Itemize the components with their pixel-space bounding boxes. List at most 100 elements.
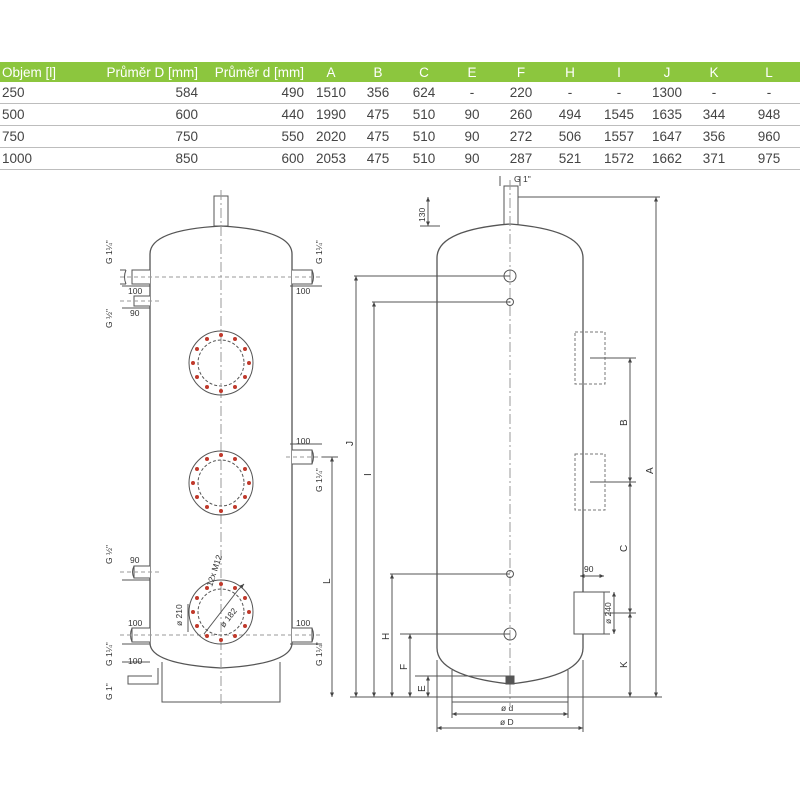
table-cell: - xyxy=(690,82,738,104)
table-cell: - xyxy=(448,82,496,104)
header-objem: Objem [l] xyxy=(0,62,72,82)
table-cell: 1000 xyxy=(0,147,72,170)
label-130: 130 xyxy=(417,208,427,222)
table-cell: 440 xyxy=(200,103,306,126)
table-cell: 90 xyxy=(448,147,496,170)
side-flange-lower xyxy=(573,591,605,635)
side-view xyxy=(350,176,662,732)
table-cell: 1510 xyxy=(306,82,356,104)
table-cell: 600 xyxy=(72,103,200,126)
flange-upper xyxy=(188,330,254,396)
table-cell: 260 xyxy=(496,103,546,126)
table-cell: 624 xyxy=(400,82,448,104)
label-F: F xyxy=(399,664,410,670)
table-cell: 475 xyxy=(356,147,400,170)
table-cell: 506 xyxy=(546,125,594,148)
dimension-table: Objem [l] Průměr D [mm] Průměr d [mm] A … xyxy=(0,62,800,170)
table-cell: 356 xyxy=(356,82,400,104)
bolt-holes xyxy=(191,333,251,642)
side-top-nozzle xyxy=(503,185,519,227)
table-row: 1000 850 600 2053 475 510 90 287 521 157… xyxy=(0,147,800,170)
table-cell: - xyxy=(594,82,644,104)
label-thread-lower-half: G ½" xyxy=(104,545,114,564)
table-cell: 250 xyxy=(0,82,72,104)
bottom-outlet xyxy=(505,675,515,685)
label-J: J xyxy=(345,441,356,446)
label-side-thread-top: G 1" xyxy=(514,174,531,184)
label-100-bottom-left: 100 xyxy=(128,618,142,628)
table-cell: 510 xyxy=(400,125,448,148)
table-cell: 490 xyxy=(200,82,306,104)
table-cell: 521 xyxy=(546,147,594,170)
table-header-row: Objem [l] Průměr D [mm] Průměr d [mm] A … xyxy=(0,62,800,82)
table-cell: 475 xyxy=(356,125,400,148)
header-prumer-D: Průměr D [mm] xyxy=(72,62,200,82)
label-thread-drain: G 1" xyxy=(104,683,114,700)
table-cell: 850 xyxy=(72,147,200,170)
label-240: ø 240 xyxy=(603,602,613,624)
table-cell: 1635 xyxy=(644,103,690,126)
label-100-bottom-right: 100 xyxy=(296,618,310,628)
label-dim-L: L xyxy=(322,578,333,584)
table-cell: 2020 xyxy=(306,125,356,148)
label-thread-upper-half: G ½" xyxy=(104,309,114,328)
label-thread-bottom-left: G 1¼" xyxy=(104,642,114,666)
table-cell: 1572 xyxy=(594,147,644,170)
header-I: I xyxy=(594,62,644,82)
header-prumer-d: Průměr d [mm] xyxy=(200,62,306,82)
header-H: H xyxy=(546,62,594,82)
header-B: B xyxy=(356,62,400,82)
connection-drain xyxy=(127,668,159,685)
table-row: 500 600 440 1990 475 510 90 260 494 1545… xyxy=(0,103,800,126)
header-F: F xyxy=(496,62,546,82)
table-cell: 371 xyxy=(690,147,738,170)
table-cell: - xyxy=(546,82,594,104)
table-cell: 356 xyxy=(690,125,738,148)
table-cell: 600 xyxy=(200,147,306,170)
table-cell: 90 xyxy=(448,125,496,148)
table-cell: 1557 xyxy=(594,125,644,148)
label-flange-outer: ø 210 xyxy=(174,604,184,626)
table-cell: 584 xyxy=(72,82,200,104)
label-100-drain: 100 xyxy=(128,656,142,666)
table-cell: 510 xyxy=(400,103,448,126)
label-K: K xyxy=(619,661,630,668)
table-cell: 750 xyxy=(72,125,200,148)
flange-lower xyxy=(187,579,254,645)
table-cell: 1990 xyxy=(306,103,356,126)
label-A: A xyxy=(645,467,656,474)
label-H: H xyxy=(381,633,392,640)
label-I: I xyxy=(363,473,374,476)
table-cell: 1647 xyxy=(644,125,690,148)
table-cell: 287 xyxy=(496,147,546,170)
table-cell: 272 xyxy=(496,125,546,148)
side-labels: G 1" 130 J I H F E B A C K 90 ø 240 ø d … xyxy=(345,174,656,727)
label-thread-bottom-right: G 1¼" xyxy=(314,642,324,666)
label-thread-top-right: G 1¼" xyxy=(314,240,324,264)
table-row: 750 750 550 2020 475 510 90 272 506 1557… xyxy=(0,125,800,148)
table-cell: 500 xyxy=(0,103,72,126)
header-K: K xyxy=(690,62,738,82)
table-cell: 2053 xyxy=(306,147,356,170)
header-E: E xyxy=(448,62,496,82)
connection-top-left xyxy=(120,269,150,285)
tank-drawing: G 1¼" G 1¼" 100 100 G ½" 90 100 G 1¼" G … xyxy=(104,174,662,732)
label-side-90: 90 xyxy=(584,564,594,574)
table-cell: 475 xyxy=(356,103,400,126)
label-100-mid-right: 100 xyxy=(296,436,310,446)
table-cell: 90 xyxy=(448,103,496,126)
label-d: ø d xyxy=(501,703,514,713)
table-cell: 948 xyxy=(738,103,800,126)
flange-middle xyxy=(188,450,254,516)
label-90-upper: 90 xyxy=(130,308,140,318)
label-B: B xyxy=(619,419,630,426)
label-E: E xyxy=(417,685,428,692)
label-C: C xyxy=(619,545,630,552)
label-thread-mid-right: G 1¼" xyxy=(314,468,324,492)
table-cell: - xyxy=(738,82,800,104)
connection-bottom-left xyxy=(130,627,150,643)
table-cell: 1545 xyxy=(594,103,644,126)
header-C: C xyxy=(400,62,448,82)
table-cell: 1300 xyxy=(644,82,690,104)
header-A: A xyxy=(306,62,356,82)
